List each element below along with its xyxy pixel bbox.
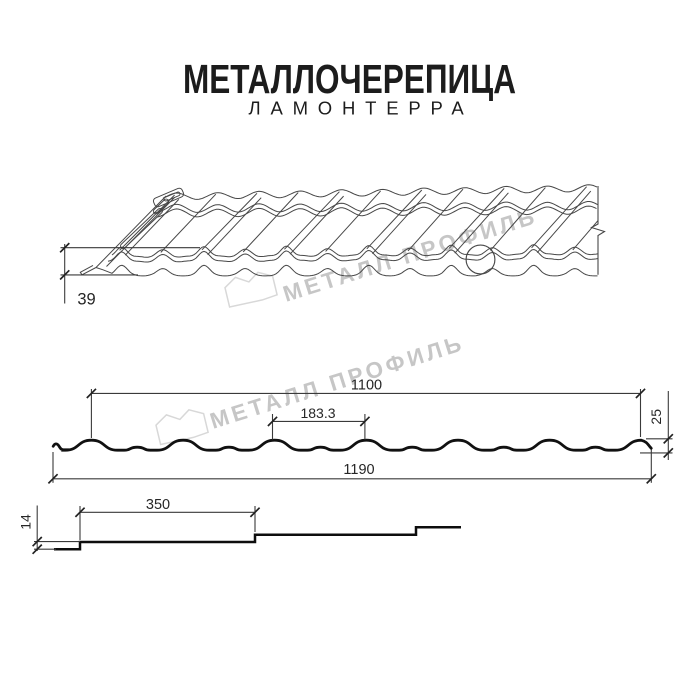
svg-text:1190: 1190 — [343, 462, 374, 478]
svg-text:МЕТАЛЛОЧЕРЕПИЦА: МЕТАЛЛОЧЕРЕПИЦА — [183, 56, 516, 102]
svg-text:1100: 1100 — [351, 378, 382, 394]
svg-text:14: 14 — [18, 514, 34, 530]
svg-text:350: 350 — [146, 497, 170, 513]
svg-text:39: 39 — [77, 291, 95, 309]
svg-text:25: 25 — [648, 409, 664, 425]
svg-text:183.3: 183.3 — [300, 405, 335, 421]
svg-text:ЛАМОНТЕРРА: ЛАМОНТЕРРА — [249, 98, 474, 119]
